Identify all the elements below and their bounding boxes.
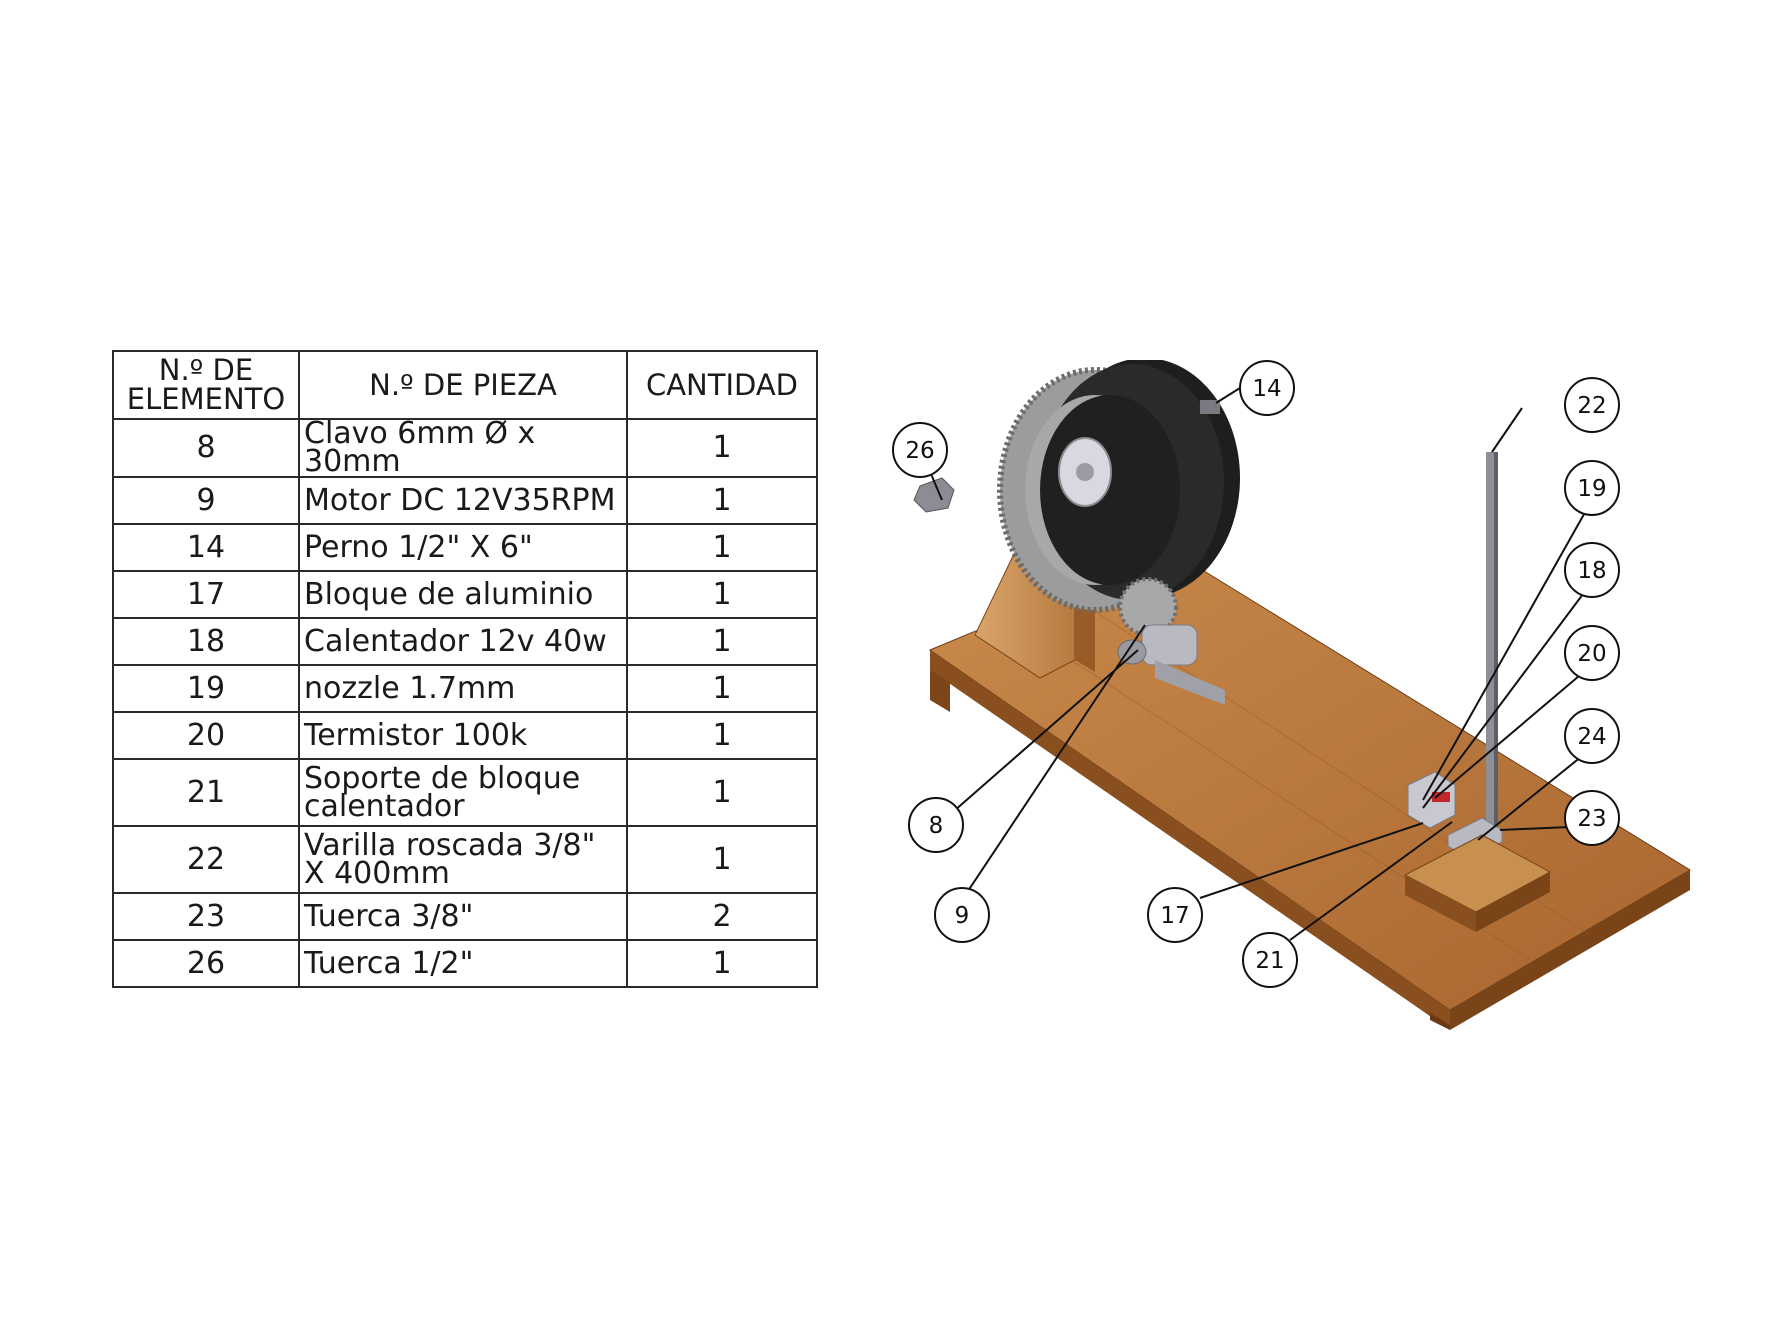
quantity-cell: 1 [626,617,818,666]
svg-text:9: 9 [955,903,970,929]
item-number-cell: 17 [112,570,300,619]
callout-9: 9 [934,887,990,943]
table-row: 14 Perno 1/2" X 6" 1 [112,523,818,572]
item-number-cell: 22 [112,825,300,894]
table-header-row: N.º DE ELEMENTO N.º DE PIEZA CANTIDAD [112,350,818,420]
svg-text:23: 23 [1577,806,1606,832]
quantity-cell: 1 [626,939,818,988]
bill-of-materials-table: N.º DE ELEMENTO N.º DE PIEZA CANTIDAD 8 … [112,350,818,988]
quantity-cell: 2 [626,892,818,941]
quantity-cell: 1 [626,825,818,894]
header-item-number-line-1: N.º DE [158,353,254,387]
quantity-cell: 1 [626,711,818,760]
table-row: 19 nozzle 1.7mm 1 [112,664,818,713]
item-number-cell: 9 [112,476,300,525]
spool-gear [997,360,1240,613]
callout-26: 26 [892,422,948,478]
part-name-cell: nozzle 1.7mm [298,664,628,713]
nut-26 [913,477,955,513]
table-row: 18 Calentador 12v 40w 1 [112,617,818,666]
item-number-cell: 21 [112,758,300,827]
svg-text:21: 21 [1255,948,1284,974]
part-name-line-1: Soporte de bloque [304,760,581,796]
callout-23: 23 [1564,790,1620,846]
svg-text:20: 20 [1577,641,1606,667]
item-number-cell: 20 [112,711,300,760]
callout-24: 24 [1564,708,1620,764]
svg-text:8: 8 [929,813,944,839]
bolt-end [1200,400,1220,414]
callout-22: 22 [1564,377,1620,433]
table-row: 23 Tuerca 3/8" 2 [112,892,818,941]
quantity-cell: 1 [626,476,818,525]
part-name-cell: Tuerca 3/8" [298,892,628,941]
callout-21: 21 [1242,932,1298,988]
assembly-diagram: 14 26 22 19 18 20 24 23 8 9 17 21 [892,360,1691,1030]
part-name-cell: Termistor 100k [298,711,628,760]
callout-20: 20 [1564,625,1620,681]
table-row: 22 Varilla roscada 3/8" X 400mm 1 [112,825,818,894]
part-name-line-2: calentador [304,788,465,824]
svg-text:19: 19 [1577,476,1606,502]
part-name-cell: Tuerca 1/2" [298,939,628,988]
part-name-cell: Perno 1/2" X 6" [298,523,628,572]
table-row: 17 Bloque de aluminio 1 [112,570,818,619]
table-row: 26 Tuerca 1/2" 1 [112,939,818,988]
item-number-cell: 8 [112,418,300,478]
part-name-cell: Clavo 6mm Ø x 30mm [298,418,628,478]
table-row: 8 Clavo 6mm Ø x 30mm 1 [112,418,818,478]
header-item-number-line-2: ELEMENTO [126,382,286,416]
callout-8: 8 [908,797,964,853]
part-name-cell: Varilla roscada 3/8" X 400mm [298,825,628,894]
header-item-number: N.º DE ELEMENTO [112,350,300,420]
svg-text:22: 22 [1577,393,1606,419]
part-name-line-2: X 400mm [304,855,450,891]
item-number-cell: 23 [112,892,300,941]
item-number-cell: 18 [112,617,300,666]
header-part-number: N.º DE PIEZA [298,350,628,420]
svg-text:24: 24 [1577,724,1606,750]
callout-14: 14 [1239,360,1295,416]
item-number-cell: 19 [112,664,300,713]
quantity-cell: 1 [626,523,818,572]
part-name-cell: Calentador 12v 40w [298,617,628,666]
wooden-block [1403,834,1552,932]
quantity-cell: 1 [626,570,818,619]
table-row: 9 Motor DC 12V35RPM 1 [112,476,818,525]
item-number-cell: 14 [112,523,300,572]
svg-text:18: 18 [1577,558,1606,584]
part-name-cell: Motor DC 12V35RPM [298,476,628,525]
part-name-cell: Bloque de aluminio [298,570,628,619]
item-number-cell: 26 [112,939,300,988]
header-quantity: CANTIDAD [626,350,818,420]
part-name-line-1: Varilla roscada 3/8" [304,827,596,863]
callout-19: 19 [1564,460,1620,516]
quantity-cell: 1 [626,664,818,713]
svg-text:26: 26 [905,438,934,464]
callout-17: 17 [1147,887,1203,943]
callout-18: 18 [1564,542,1620,598]
quantity-cell: 1 [626,758,818,827]
svg-text:14: 14 [1252,376,1281,402]
svg-text:17: 17 [1160,903,1189,929]
table-row: 21 Soporte de bloque calentador 1 [112,758,818,827]
table-row: 20 Termistor 100k 1 [112,711,818,760]
quantity-cell: 1 [626,418,818,478]
part-name-cell: Soporte de bloque calentador [298,758,628,827]
threaded-rod [1486,452,1498,842]
motor-assembly [1117,577,1225,705]
